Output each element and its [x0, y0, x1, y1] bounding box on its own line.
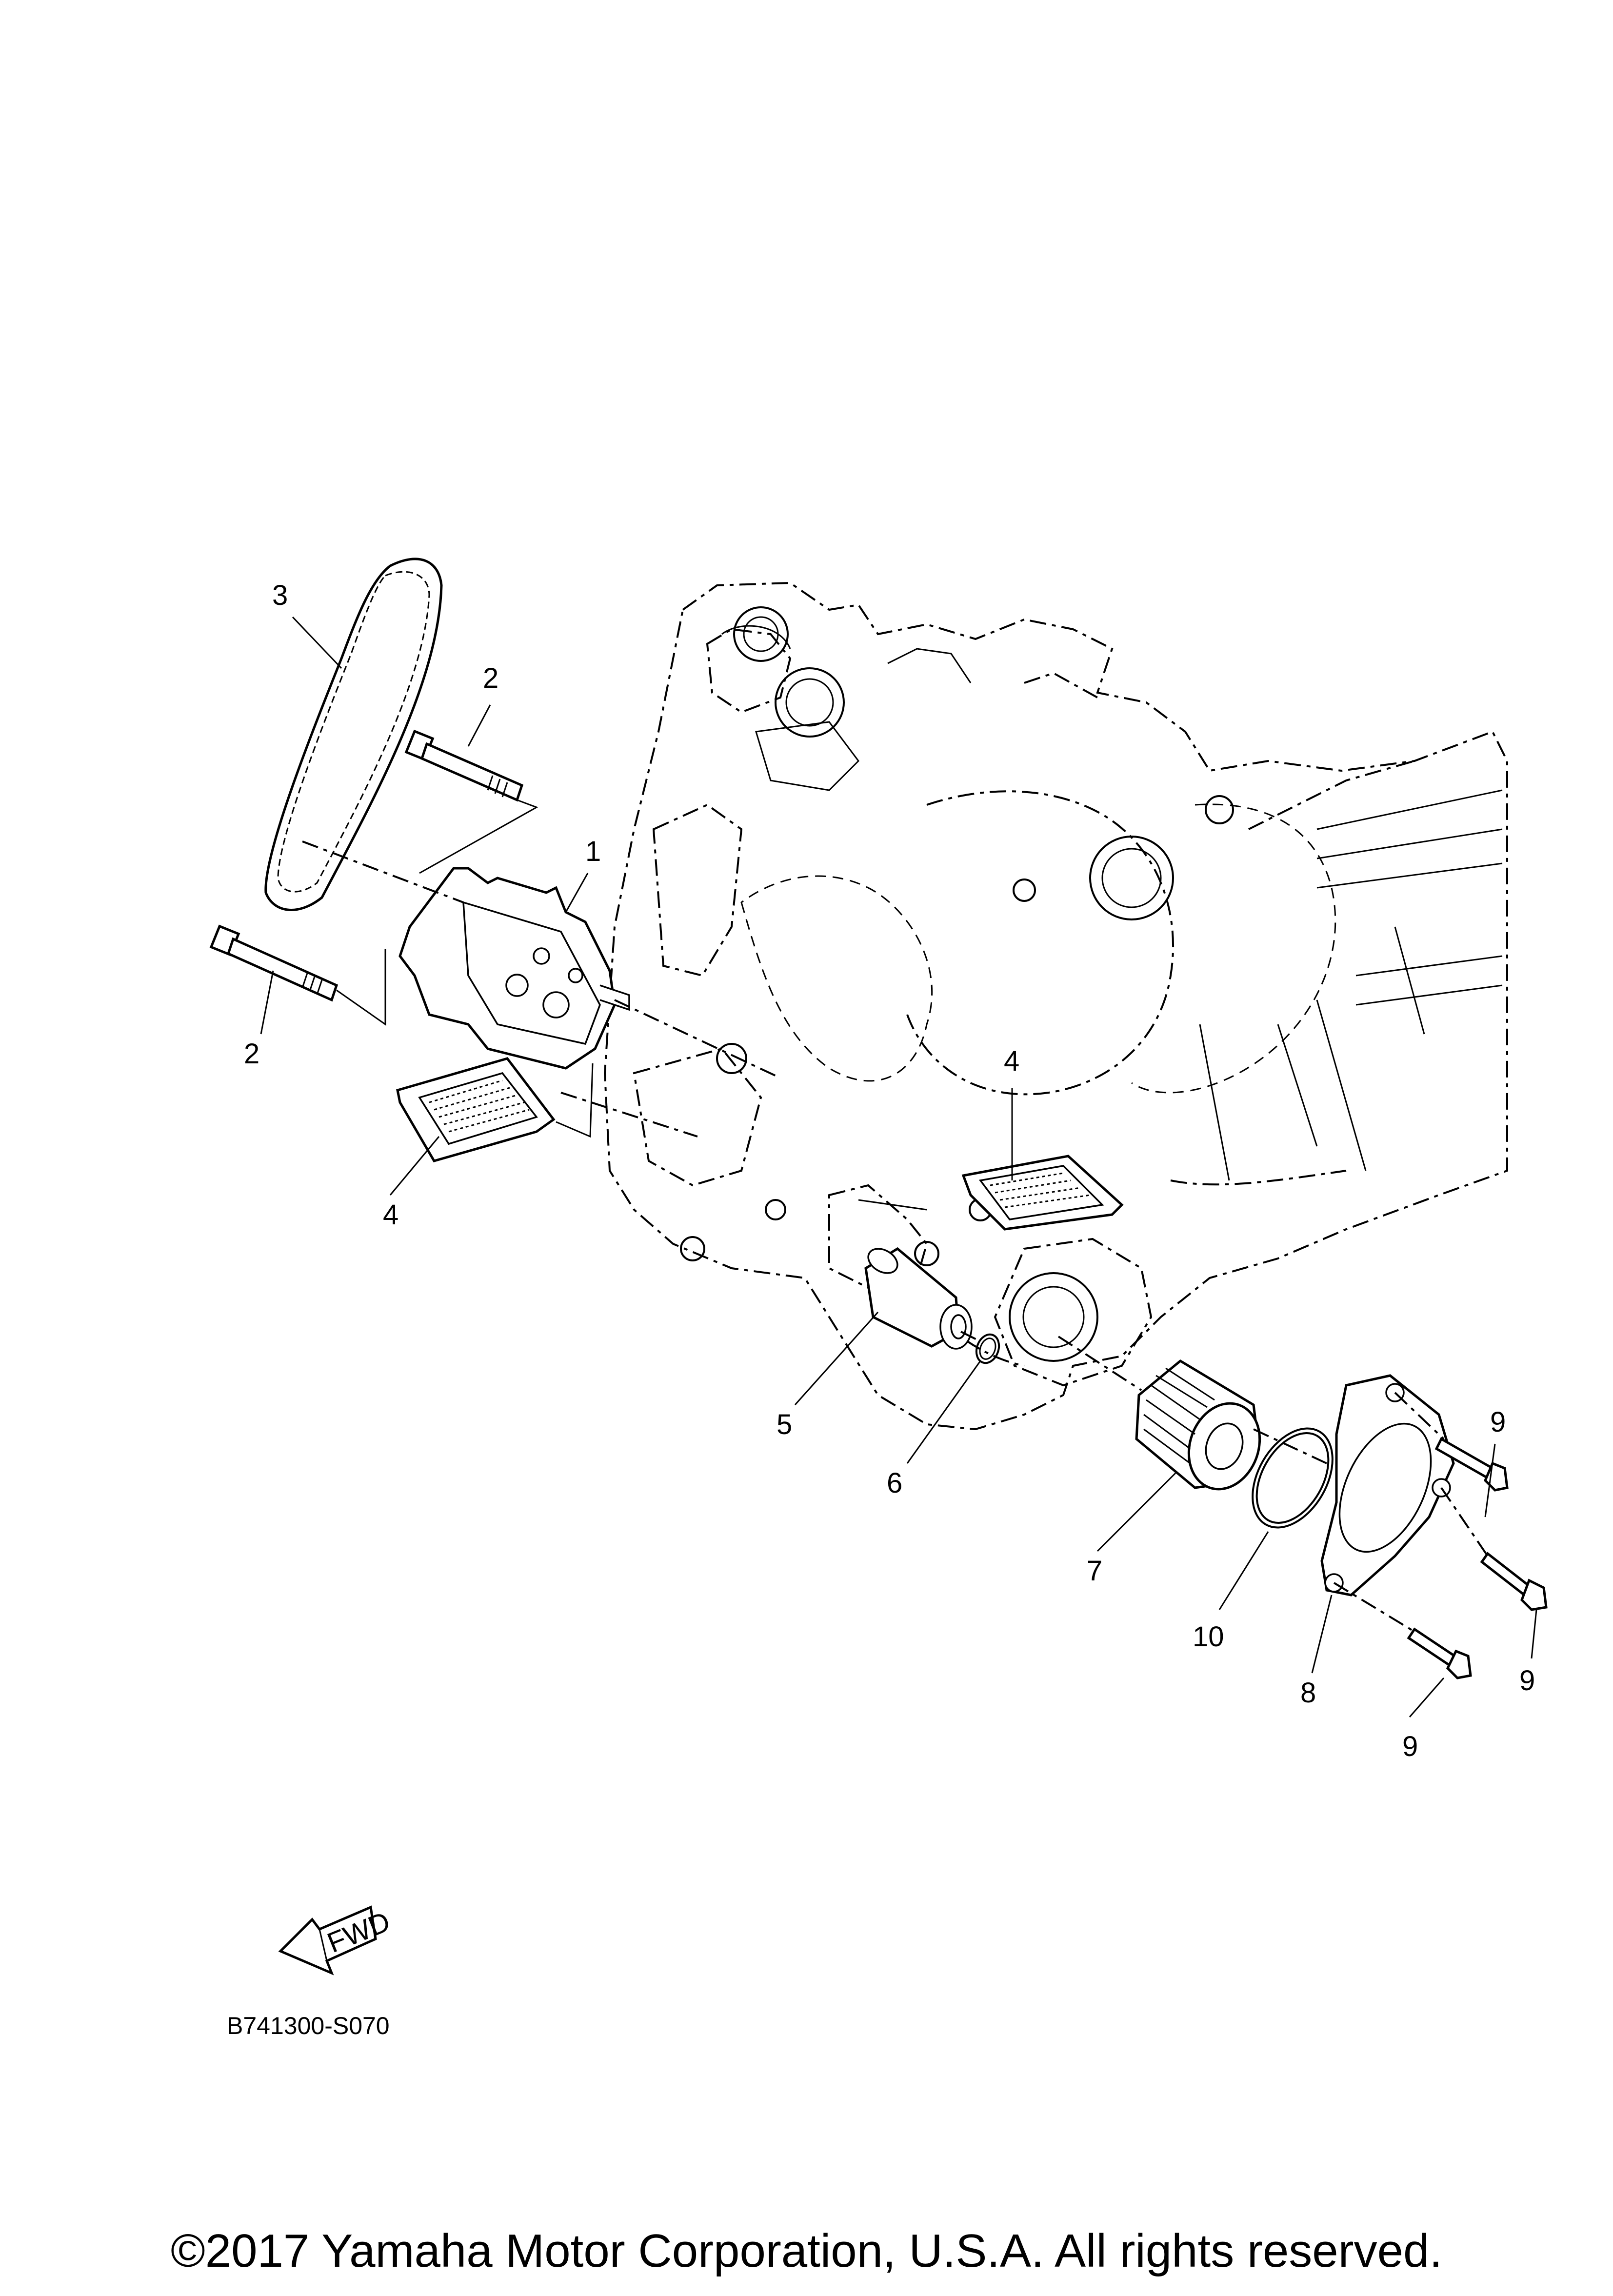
copyright-notice: ©2017 Yamaha Motor Corporation, U.S.A. A… — [170, 2225, 1443, 2277]
callout-9-bottom: 9 — [1402, 1731, 1418, 1762]
assembly-lines — [302, 799, 1489, 1633]
callout-6: 6 — [887, 1467, 902, 1499]
cover-bolt-bottom — [1407, 1627, 1472, 1679]
bolt-upper — [404, 729, 524, 802]
oil-pump — [398, 867, 630, 1070]
callout-9-top: 9 — [1490, 1406, 1506, 1438]
callout-labels: 3 2 1 2 4 4 5 6 7 10 8 9 9 9 — [244, 579, 1535, 1762]
oil-strainer-right — [961, 1155, 1124, 1231]
oil-strainer-left — [396, 1057, 556, 1162]
callout-2-lower: 2 — [244, 1038, 259, 1070]
forward-direction-marker: FWD — [278, 1905, 395, 1976]
callout-4-right: 4 — [1004, 1045, 1019, 1077]
o-ring-large — [1252, 1427, 1334, 1529]
callout-2-upper: 2 — [483, 662, 498, 694]
callout-5: 5 — [777, 1409, 792, 1440]
callout-7: 7 — [1087, 1555, 1102, 1587]
cover-bolt-right — [1480, 1552, 1548, 1611]
cam-chain — [264, 558, 443, 911]
oil-filter — [1135, 1359, 1261, 1491]
cover-bolt-top — [1434, 1437, 1509, 1492]
callout-1: 1 — [585, 836, 601, 867]
bolt-lower — [209, 924, 339, 1002]
callout-3: 3 — [272, 579, 288, 611]
relief-valve — [864, 1247, 973, 1350]
leader-lines — [260, 616, 1537, 1717]
callout-8: 8 — [1300, 1677, 1316, 1709]
callout-10: 10 — [1193, 1621, 1224, 1653]
o-ring-small — [975, 1333, 1000, 1364]
filter-cover — [1320, 1374, 1455, 1597]
callout-9-right: 9 — [1519, 1665, 1535, 1697]
crankcase-outline — [603, 581, 1508, 1431]
diagram-code: B741300-S070 — [227, 2012, 390, 2039]
callout-4-left: 4 — [383, 1199, 398, 1231]
